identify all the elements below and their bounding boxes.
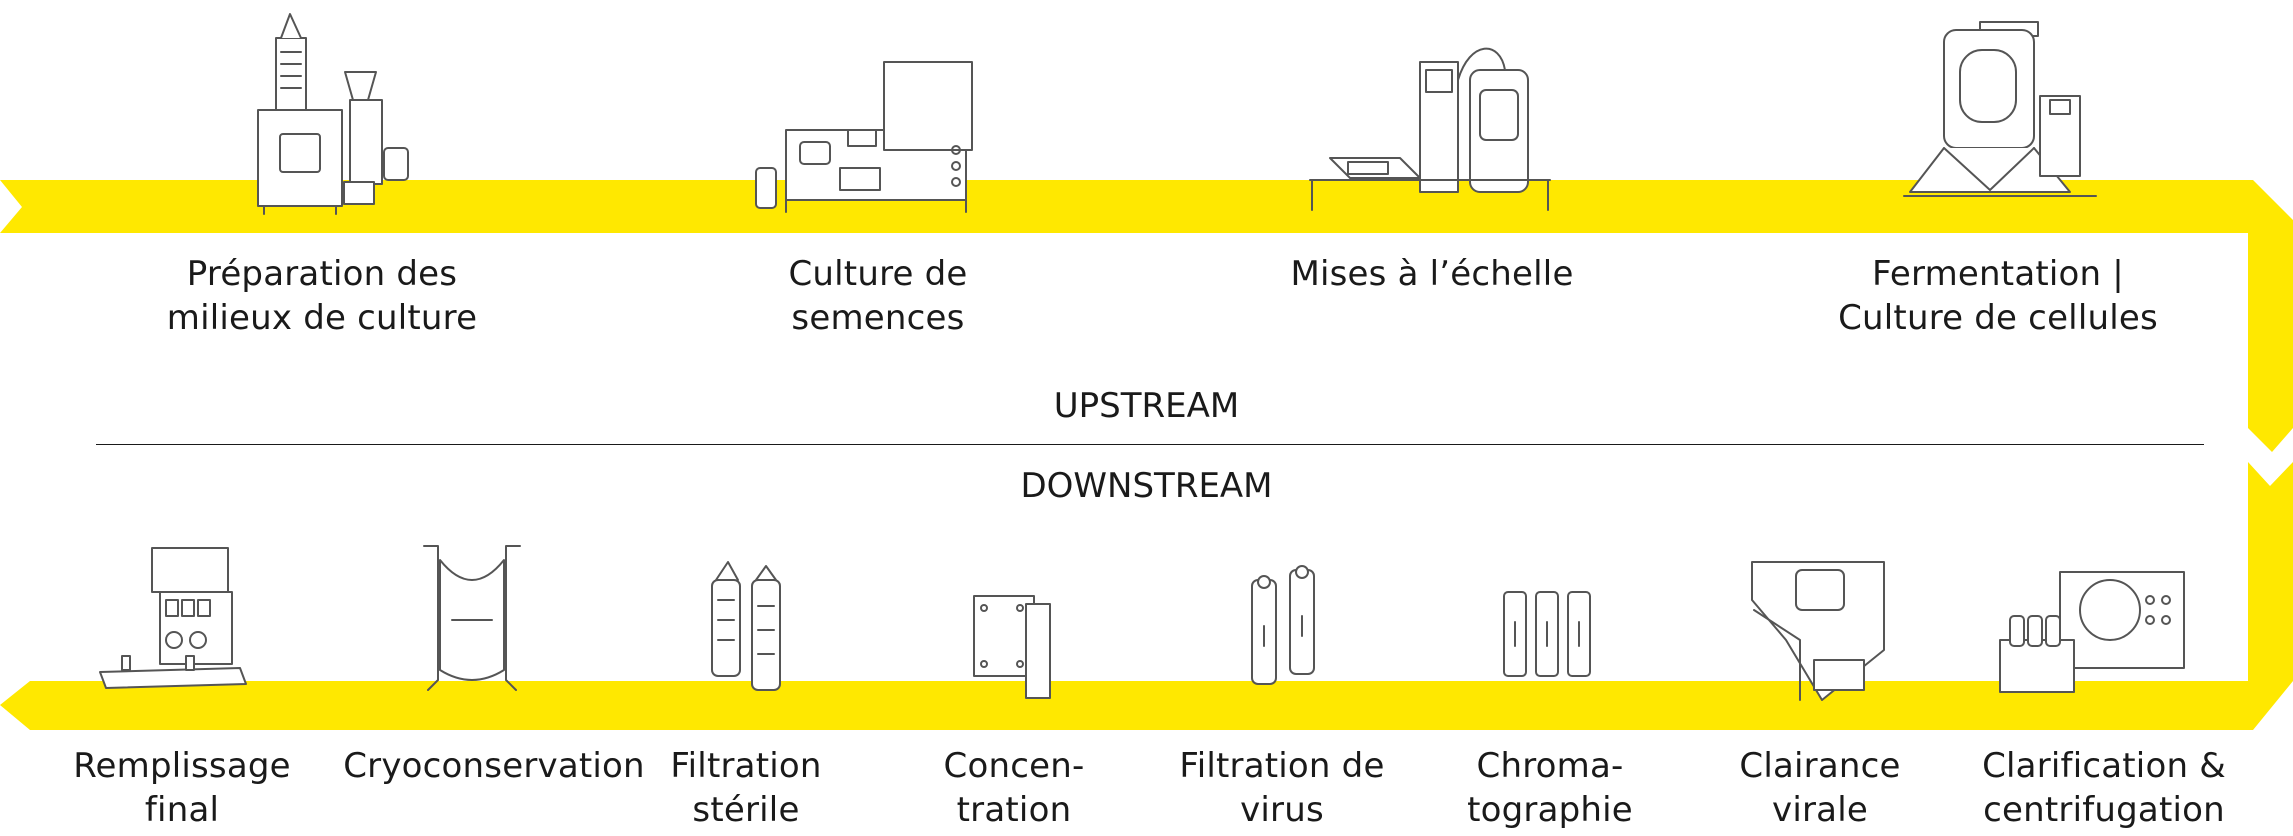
downstream-step-label-line: Filtration de <box>1179 746 1385 786</box>
downstream-step-label-line: Concen- <box>943 746 1085 786</box>
downstream-step-label-line: Clarification & <box>1982 746 2226 786</box>
final-filling-equipment-icon <box>99 547 247 689</box>
scale-up-equipment-icon <box>1309 47 1551 211</box>
upstream-step-label: Mises à l’échelle <box>1262 252 1602 296</box>
bioreactor-icon <box>1903 21 2097 197</box>
downstream-step-label: Concen-tration <box>844 744 1184 832</box>
upstream-step-label-line: Culture de cellules <box>1838 298 2158 338</box>
concentration-cassette-icon <box>973 595 1051 699</box>
downstream-step-label-line: Remplissage <box>73 746 291 786</box>
chromatography-columns-icon <box>1503 591 1591 677</box>
media-preparation-equipment-icon <box>257 13 409 215</box>
downstream-step-label-line: tration <box>956 790 1072 830</box>
upstream-step-label-line: Culture de <box>788 254 968 294</box>
downstream-flow-band <box>0 462 2293 730</box>
downstream-heading: DOWNSTREAM <box>1020 466 1273 506</box>
upstream-heading: UPSTREAM <box>1053 386 1240 426</box>
downstream-step-label-line: stérile <box>692 790 800 830</box>
downstream-step-label-line: Chroma- <box>1476 746 1624 786</box>
downstream-step-label-line: centrifugation <box>1983 790 2225 830</box>
upstream-step-label: Fermentation |Culture de cellules <box>1828 252 2168 340</box>
upstream-step-label-line: Mises à l’échelle <box>1290 254 1574 294</box>
centrifuge-icon <box>1999 571 2185 693</box>
upstream-downstream-divider <box>96 444 2204 445</box>
upstream-step-label-line: Préparation des <box>186 254 458 294</box>
downstream-step-label-line: Cryoconservation <box>343 746 645 786</box>
downstream-step-label-line: Filtration <box>670 746 822 786</box>
seed-culture-equipment-icon <box>755 61 973 213</box>
upstream-step-label-line: milieux de culture <box>166 298 478 338</box>
virus-filter-icon <box>1251 565 1315 685</box>
upstream-step-label-line: Fermentation | <box>1872 254 2124 294</box>
downstream-step-label: Chroma-tographie <box>1380 744 1720 832</box>
downstream-step-label-line: virus <box>1240 790 1324 830</box>
downstream-step-label: Clarification &centrifugation <box>1934 744 2274 832</box>
viral-clearance-equipment-icon <box>1751 561 1885 701</box>
downstream-step-label-line: final <box>144 790 220 830</box>
upstream-flow-band <box>0 180 2293 452</box>
upstream-step-label-line: semences <box>791 298 965 338</box>
downstream-step-label: Cryoconservation <box>324 744 664 788</box>
downstream-step-label-line: Clairance <box>1739 746 1901 786</box>
sterile-filter-cartridges-icon <box>711 561 781 691</box>
downstream-step-label-line: virale <box>1772 790 1868 830</box>
cryo-bag-icon <box>423 545 521 691</box>
downstream-step-label-line: tographie <box>1467 790 1633 830</box>
